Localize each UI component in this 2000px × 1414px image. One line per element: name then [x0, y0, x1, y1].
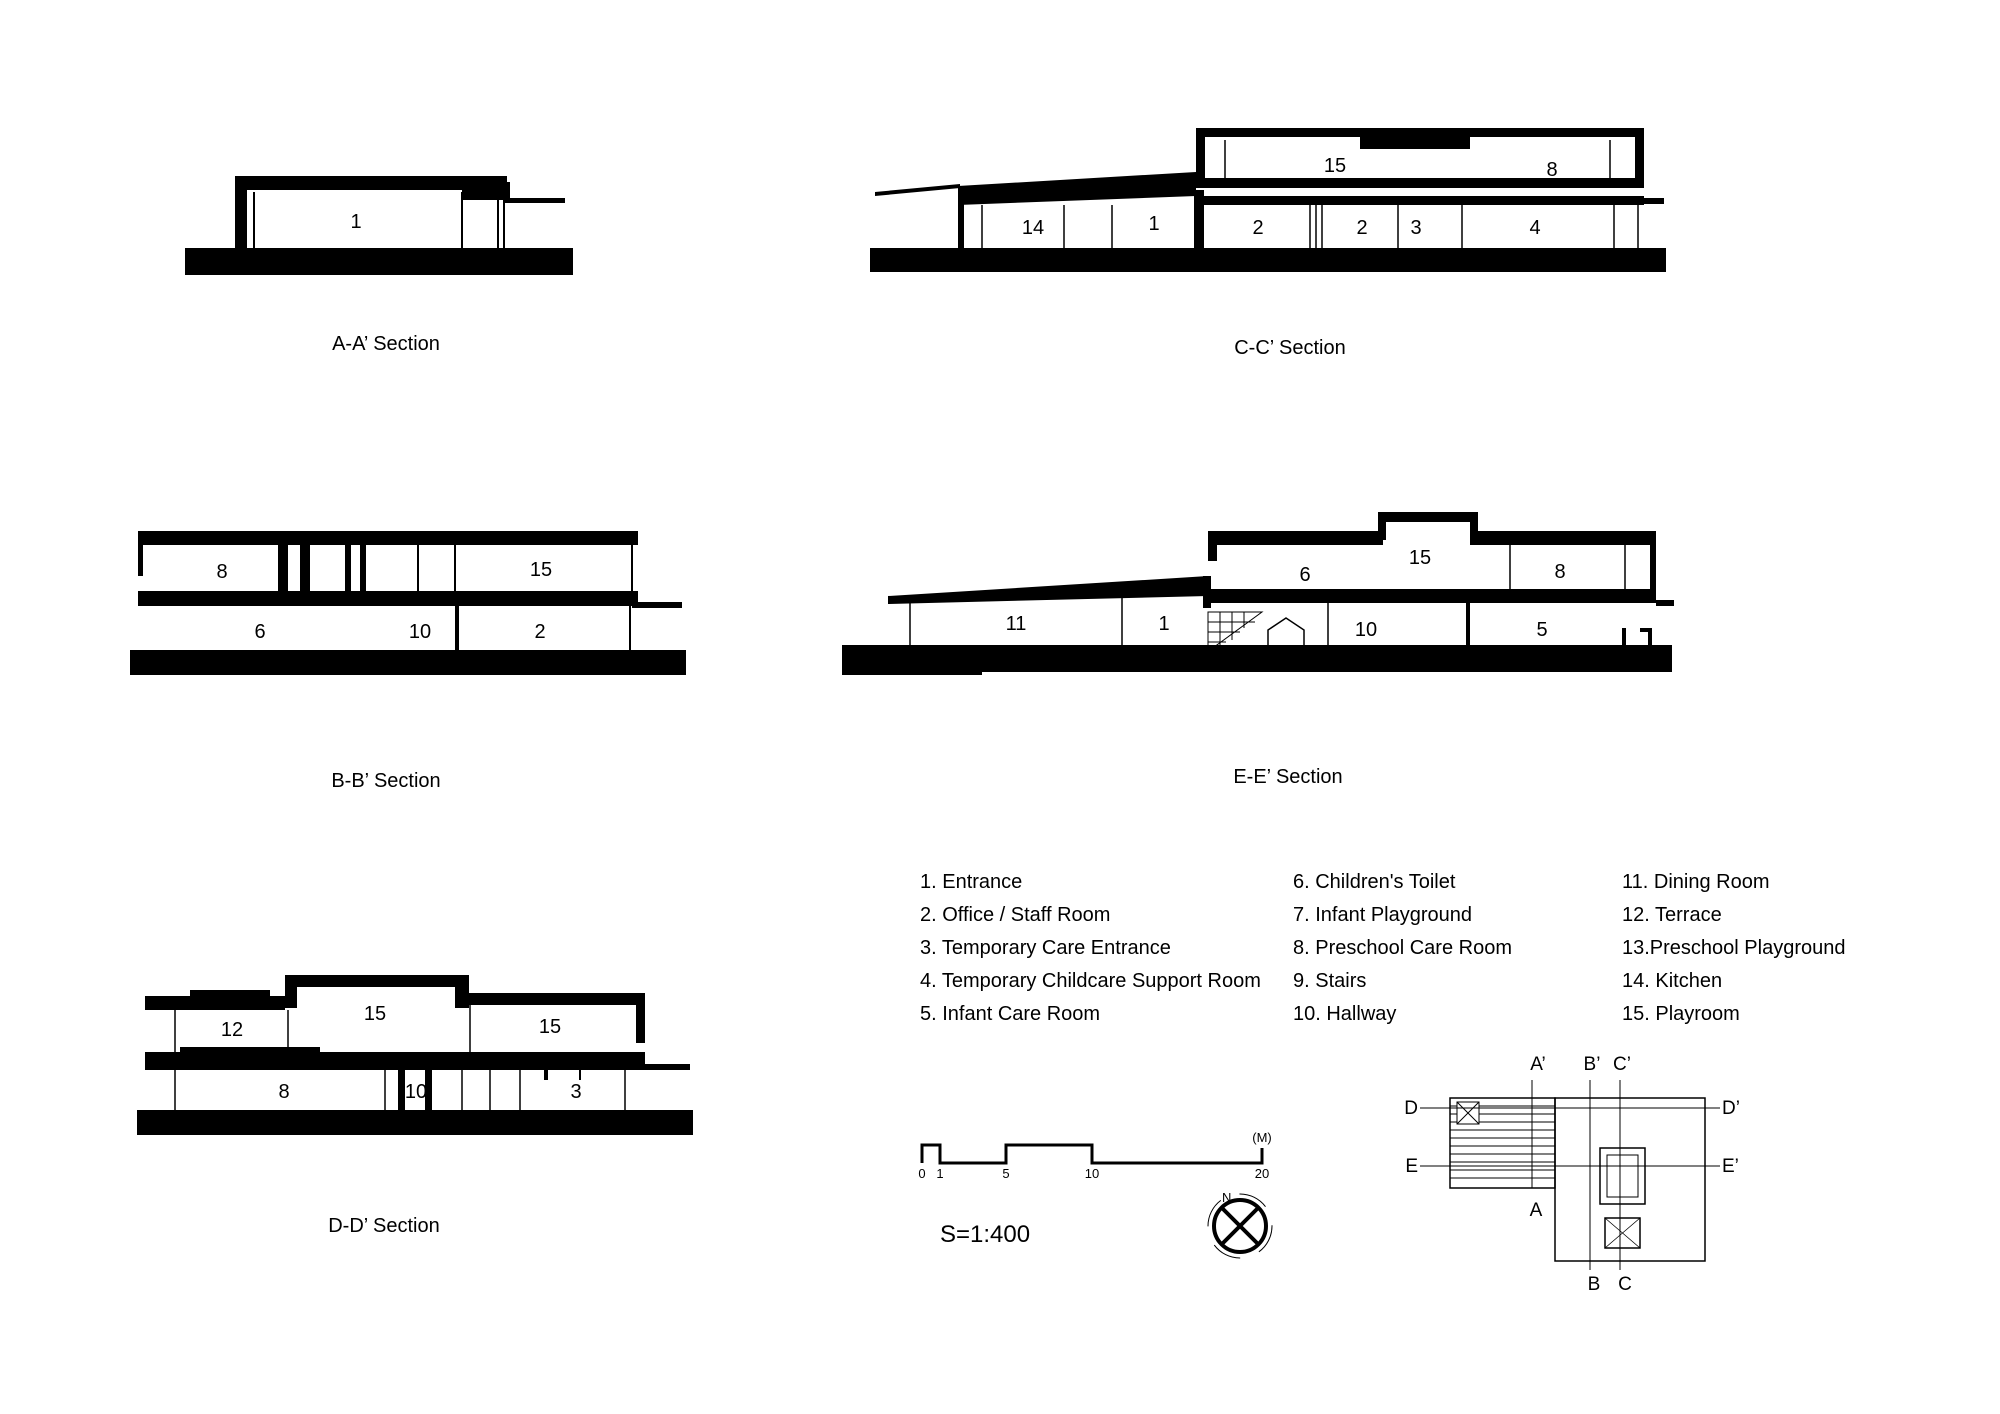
- room-label: 15: [530, 559, 552, 581]
- legend-item: 11. Dining Room: [1622, 871, 1769, 893]
- room-label: 10: [1355, 619, 1377, 641]
- scale-tick: 0: [918, 1166, 925, 1181]
- caption-cc: C-C’ Section: [1234, 337, 1346, 359]
- legend-item: 3. Temporary Care Entrance: [920, 937, 1171, 959]
- north-arrow-icon: N: [1207, 1190, 1273, 1259]
- legend-item: 5. Infant Care Room: [920, 1003, 1100, 1025]
- room-label: 14: [1022, 217, 1044, 239]
- scale-tick: 20: [1255, 1166, 1269, 1181]
- legend-item: 15. Playroom: [1622, 1003, 1740, 1025]
- scale-tick: 10: [1085, 1166, 1099, 1181]
- caption-dd: D-D’ Section: [328, 1215, 440, 1237]
- section-dd: 12 15 15 8 10 3 D-D’ Section: [137, 975, 693, 1237]
- room-legend: 1. Entrance 2. Office / Staff Room 3. Te…: [920, 871, 1845, 1025]
- legend-item: 12. Terrace: [1622, 904, 1722, 926]
- room-label: 15: [1324, 155, 1346, 177]
- scale-ratio: S=1:400: [940, 1221, 1030, 1248]
- room-label: 1: [350, 211, 361, 233]
- section-bb: 8 15 6 10 2 B-B’ Section: [130, 531, 686, 792]
- room-label: 12: [221, 1019, 243, 1041]
- room-label: 11: [1006, 613, 1027, 635]
- scale-tick: 1: [936, 1166, 943, 1181]
- key-label: D: [1404, 1098, 1418, 1119]
- key-label: E’: [1722, 1156, 1739, 1177]
- legend-item: 10. Hallway: [1293, 1003, 1396, 1025]
- north-label: N: [1222, 1190, 1231, 1205]
- legend-item: 9. Stairs: [1293, 970, 1366, 992]
- room-label: 1: [1158, 613, 1169, 635]
- room-label: 1: [1148, 213, 1159, 235]
- key-label: E: [1405, 1156, 1418, 1177]
- scale-tick: 5: [1002, 1166, 1009, 1181]
- room-label: 4: [1529, 217, 1540, 239]
- legend-item: 8. Preschool Care Room: [1293, 937, 1512, 959]
- key-label: C’: [1613, 1054, 1631, 1075]
- room-label: 2: [1356, 217, 1367, 239]
- room-label: 10: [409, 621, 431, 643]
- room-label: 15: [364, 1003, 386, 1025]
- section-ee: 6 15 8 11 1 10 5 E-E’ Section: [842, 512, 1674, 788]
- section-cc: 15 8 14 1 2 2 3 4 C-C’ Section: [870, 128, 1666, 359]
- room-label: 3: [1410, 217, 1421, 239]
- room-label: 2: [1252, 217, 1263, 239]
- key-label: A’: [1530, 1054, 1545, 1075]
- legend-item: 6. Children's Toilet: [1293, 871, 1456, 893]
- key-label: B: [1588, 1274, 1601, 1295]
- key-label: C: [1618, 1274, 1632, 1295]
- room-label: 10: [405, 1081, 427, 1103]
- scale-bar: 0 1 5 10 20 (M) S=1:400: [918, 1130, 1271, 1248]
- legend-item: 13.Preschool Playground: [1622, 937, 1845, 959]
- legend-item: 7. Infant Playground: [1293, 904, 1472, 926]
- legend-item: 1. Entrance: [920, 871, 1022, 893]
- room-label: 8: [278, 1081, 289, 1103]
- key-label: A: [1530, 1200, 1543, 1221]
- room-label: 8: [216, 561, 227, 583]
- key-label: B’: [1584, 1054, 1601, 1075]
- room-label: 5: [1536, 619, 1547, 641]
- room-label: 8: [1546, 159, 1557, 181]
- room-label: 2: [534, 621, 545, 643]
- room-label: 15: [539, 1016, 561, 1038]
- legend-item: 2. Office / Staff Room: [920, 904, 1110, 926]
- room-label: 6: [254, 621, 265, 643]
- section-aa: 1 A-A’ Section: [185, 176, 573, 355]
- legend-item: 4. Temporary Childcare Support Room: [920, 970, 1261, 992]
- room-label: 8: [1554, 561, 1565, 583]
- room-label: 6: [1299, 564, 1310, 586]
- room-label: 3: [570, 1081, 581, 1103]
- room-label: 15: [1409, 547, 1431, 569]
- caption-ee: E-E’ Section: [1233, 766, 1342, 788]
- caption-bb: B-B’ Section: [331, 770, 440, 792]
- key-label: D’: [1722, 1098, 1740, 1119]
- scale-unit: (M): [1252, 1130, 1272, 1145]
- legend-item: 14. Kitchen: [1622, 970, 1722, 992]
- key-plan: A’ B’ C’ D D’ E E’ A B C: [1404, 1054, 1740, 1295]
- caption-aa: A-A’ Section: [332, 333, 440, 355]
